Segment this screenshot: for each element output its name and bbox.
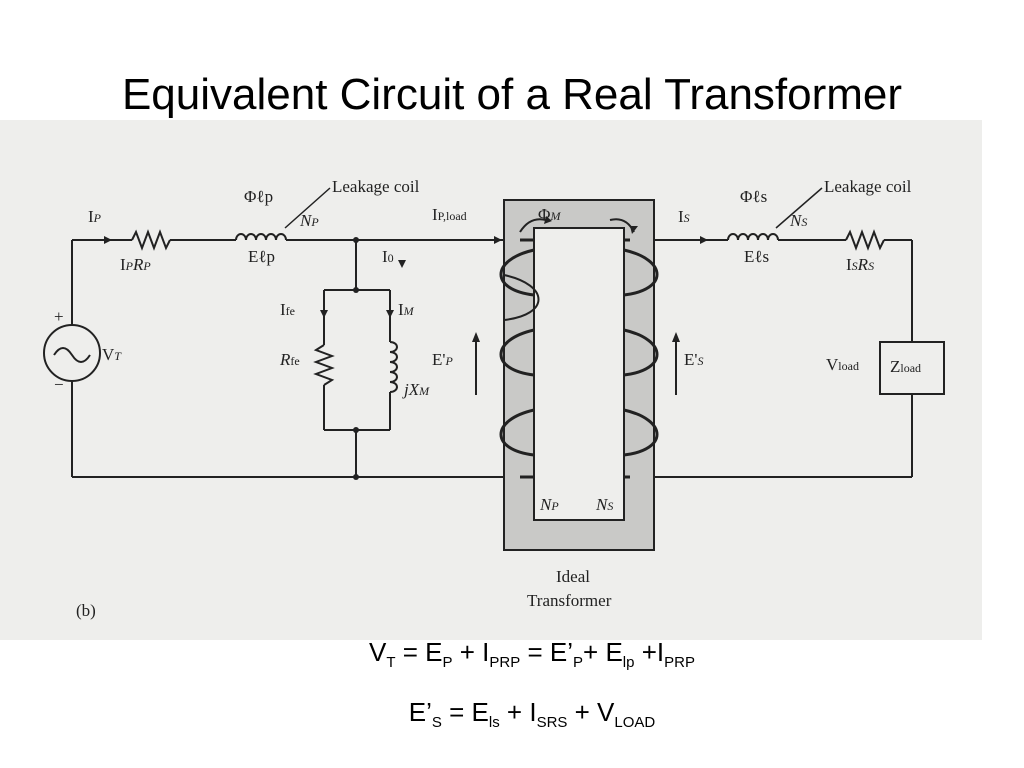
label-els: Eℓs <box>744 247 769 266</box>
label-is: IS <box>678 207 690 226</box>
label-zload: Zload <box>890 357 921 376</box>
resistor-rfe <box>313 344 335 386</box>
diagram-panel <box>0 120 982 640</box>
label-ip: IP <box>88 207 102 226</box>
label-ip-load: IP,load <box>432 205 467 224</box>
label-ns-top: NS <box>789 211 807 230</box>
label-jxm: jXM <box>402 380 430 399</box>
label-im: IM <box>398 300 415 319</box>
leakage-inductor-secondary <box>727 233 779 241</box>
label-plus: + <box>54 307 64 326</box>
label-rfe: Rfe <box>279 350 300 369</box>
label-ep-prime: E'P <box>432 350 453 369</box>
label-flux-leak-secondary: Φℓs <box>740 187 767 206</box>
label-elp: Eℓp <box>248 247 275 266</box>
ideal-label-line2: Transformer <box>527 591 612 610</box>
label-vt: VT <box>102 345 122 364</box>
label-iprp: IPRP <box>120 255 151 274</box>
label-i0: I0 <box>382 247 394 266</box>
primary-winding <box>499 238 540 479</box>
magnetizing-inductor <box>389 341 398 393</box>
label-ns-core: NS <box>595 495 613 514</box>
leakage-coil-label-left: Leakage coil <box>332 177 420 196</box>
equation-primary-text: VT = EP + IPRP = E’P+ Elp +IPRP <box>369 637 695 672</box>
equation-primary: VT = EP + IPRP = E’P+ Elp +IPRP <box>20 637 1024 671</box>
label-vload: Vload <box>826 355 859 374</box>
label-flux-m: ΦM <box>538 205 561 224</box>
slide-title: Equivalent Circuit of a Real Transformer <box>121 70 903 119</box>
label-es-prime: E'S <box>684 350 703 369</box>
panel-label: (b) <box>76 601 96 620</box>
ideal-label-line1: Ideal <box>556 567 590 586</box>
label-minus: − <box>54 375 64 394</box>
leakage-inductor-primary <box>235 233 287 241</box>
equation-secondary-text: E’S = Els + ISRS + VLOAD <box>408 697 656 732</box>
voltage-source <box>43 324 101 382</box>
label-np-core: NP <box>539 495 559 514</box>
label-flux-leak-primary: Φℓp <box>244 187 273 206</box>
resistor-rs <box>845 229 885 251</box>
label-np-top: NP <box>299 211 319 230</box>
equivalent-circuit-diagram: IP IPRP Φℓp Eℓp NP IP,load I0 Ife IM Rfe… <box>43 177 945 620</box>
equation-secondary: E’S = Els + ISRS + VLOAD <box>20 697 1024 731</box>
label-isrs: ISRS <box>846 255 874 274</box>
label-ife: Ife <box>280 300 295 319</box>
resistor-rp <box>131 229 171 251</box>
leakage-coil-label-right: Leakage coil <box>824 177 912 196</box>
secondary-winding <box>623 238 659 479</box>
